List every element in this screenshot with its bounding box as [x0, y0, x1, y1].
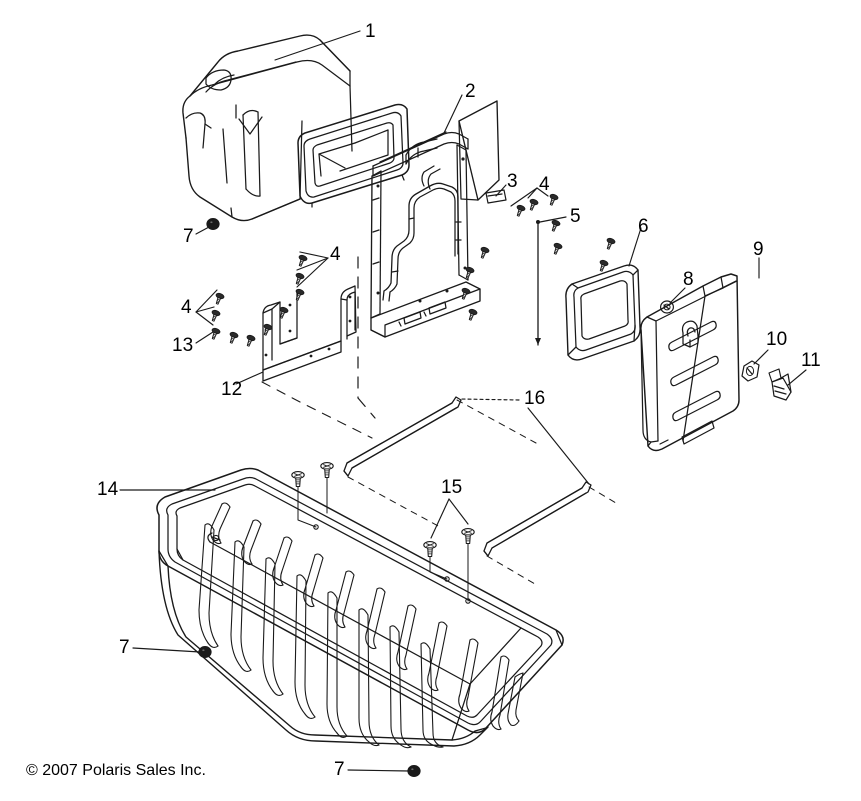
- callout-11: 11: [801, 350, 821, 371]
- callout-16: 16: [524, 388, 546, 409]
- callout-4-left: 4: [181, 297, 192, 318]
- screw-pair-15: [423, 527, 475, 558]
- callout-7-top: 7: [183, 226, 194, 247]
- rail-projection-lines: [347, 399, 617, 585]
- part-support-bracket-12: [262, 285, 357, 382]
- callout-15: 15: [441, 477, 463, 498]
- plug-7-left: [198, 645, 212, 659]
- screw-group-4-left: [208, 253, 309, 348]
- part-plate-small: [485, 189, 507, 204]
- callout-12: 12: [221, 379, 243, 400]
- part-washer-10: [741, 360, 760, 382]
- screw-column-5: [550, 236, 617, 273]
- assembly-axis-lines: [357, 256, 376, 419]
- callout-4-right: 4: [539, 174, 550, 195]
- callout-5: 5: [570, 206, 581, 227]
- part-5-leader-bar: [535, 220, 541, 346]
- part-rail-strip-left: [343, 396, 462, 477]
- callout-1: 1: [365, 21, 376, 42]
- callout-9: 9: [753, 239, 764, 260]
- part-door-seal-gasket: [565, 264, 641, 361]
- callout-13: 13: [172, 335, 194, 356]
- callout-8: 8: [683, 269, 694, 290]
- assembly-axis-bracket: [261, 381, 373, 439]
- callout-2: 2: [465, 81, 476, 102]
- part-frame-assembly: [370, 100, 500, 338]
- callout-10: 10: [766, 329, 788, 350]
- part-rail-strip-right: [483, 481, 592, 557]
- callout-7-left: 7: [119, 637, 130, 658]
- part-retainer-clip-11: [768, 368, 792, 401]
- plug-7-top: [206, 217, 220, 231]
- callout-4-mid: 4: [330, 244, 341, 265]
- callout-14: 14: [97, 479, 119, 500]
- part-door-panel-louvered: [640, 273, 740, 452]
- leader-lines: [119, 30, 807, 772]
- callout-6: 6: [638, 216, 649, 237]
- plug-7-bottom: [407, 764, 421, 778]
- copyright-notice: © 2007 Polaris Sales Inc.: [26, 762, 206, 779]
- part-cargo-tub: [156, 467, 564, 749]
- callout-7-bottom: 7: [334, 759, 345, 780]
- callout-3: 3: [507, 171, 518, 192]
- screw-group-frame-bottom: [458, 245, 491, 322]
- part-cargo-box-enclosure: [182, 34, 410, 222]
